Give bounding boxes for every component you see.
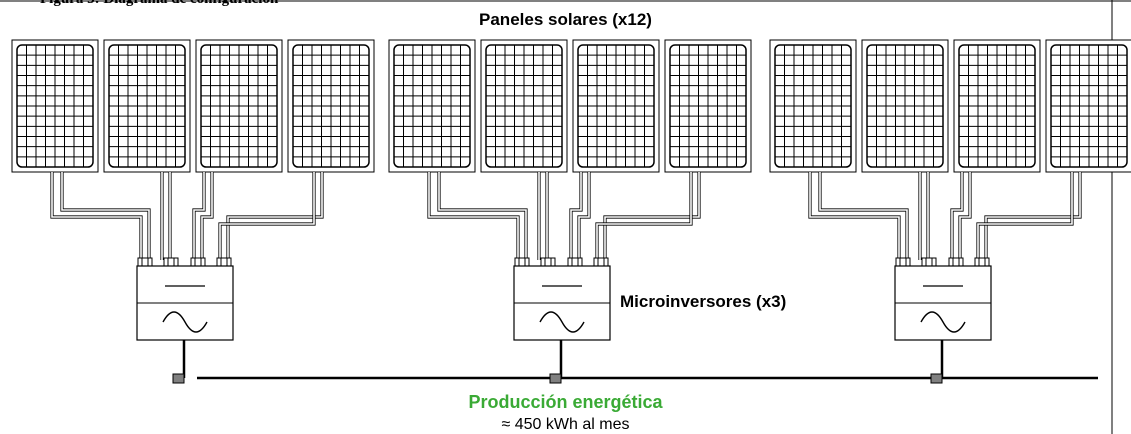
- production-label: Producción energética: [468, 392, 663, 412]
- solar-panel-cell-grid: [775, 45, 851, 167]
- inverter-connector: [895, 257, 911, 267]
- panel-cable-core: [428, 172, 519, 260]
- solar-panel: [480, 39, 568, 173]
- solar-panel-cell-grid: [867, 45, 943, 167]
- panel-cable-core: [201, 172, 213, 260]
- panel-cable-core: [596, 172, 692, 260]
- panel-cable: [226, 172, 324, 260]
- solar-panel-cell-grid: [959, 45, 1035, 167]
- inverter-connector: [567, 257, 583, 267]
- solar-panel: [287, 39, 375, 173]
- panel-cable-core: [219, 172, 315, 260]
- panel-cable-core: [809, 172, 900, 260]
- solar-panel: [953, 39, 1041, 173]
- solar-panel: [769, 39, 857, 173]
- ac-sine-wave-icon: [162, 311, 208, 333]
- panel-cable-core: [959, 172, 971, 260]
- panel-cable: [50, 172, 143, 260]
- ac-sine-wave-icon: [920, 311, 966, 333]
- solar-panel-cell-grid: [670, 45, 746, 167]
- inverter-connector: [514, 257, 530, 267]
- solar-panel: [11, 39, 99, 173]
- panel-cable: [808, 172, 901, 260]
- inverter-connector: [593, 257, 609, 267]
- solar-panel: [388, 39, 476, 173]
- solar-panel-cell-grid: [578, 45, 654, 167]
- solar-panel-cell-grid: [17, 45, 93, 167]
- panel-cable-core: [227, 172, 323, 260]
- solar-panel-cell-grid: [486, 45, 562, 167]
- microinverter: [136, 265, 234, 341]
- solar-panel: [861, 39, 949, 173]
- panel-cable: [427, 172, 520, 260]
- inverter-connector: [163, 257, 179, 267]
- panel-cable-core: [51, 172, 142, 260]
- inverter-connector: [540, 257, 556, 267]
- panel-cable-core: [951, 172, 963, 260]
- inverter-connector: [921, 257, 937, 267]
- solar-panel: [103, 39, 191, 173]
- solar-panel-cell-grid: [293, 45, 369, 167]
- solar-panel-cell-grid: [109, 45, 185, 167]
- inverter-connector: [216, 257, 232, 267]
- inverter-connector: [974, 257, 990, 267]
- panel-cable-core: [985, 172, 1081, 260]
- panel-cable-core: [578, 172, 590, 260]
- solar-panel: [572, 39, 660, 173]
- panel-cable-core: [819, 172, 908, 260]
- panel-cable-core: [604, 172, 700, 260]
- inverter-connector: [190, 257, 206, 267]
- inverter-connector: [137, 257, 153, 267]
- bus-junction-box: [549, 373, 562, 384]
- bus-junction-box: [172, 373, 185, 384]
- solar-panel: [664, 39, 752, 173]
- panel-cable: [984, 172, 1082, 260]
- figure-caption-fragment: Figura 3: Diagrama de configuración: [40, 0, 278, 8]
- panel-cable-core: [977, 172, 1073, 260]
- solar-panel: [195, 39, 283, 173]
- solar-panel-cell-grid: [201, 45, 277, 167]
- inverter-connector: [948, 257, 964, 267]
- ac-sine-wave-icon: [539, 311, 585, 333]
- solar-panel-cell-grid: [1051, 45, 1127, 167]
- microinverter: [513, 265, 611, 341]
- bus-junction-box: [930, 373, 943, 384]
- inverters-label: Microinversores (x3): [620, 292, 787, 311]
- panel-cable-core: [61, 172, 150, 260]
- panel-cable-core: [570, 172, 582, 260]
- panel-cable: [603, 172, 701, 260]
- panels-title: Paneles solares (x12): [479, 10, 652, 29]
- panel-cable-core: [193, 172, 205, 260]
- production-value: ≈ 450 kWh al mes: [501, 416, 630, 433]
- panel-cable-core: [438, 172, 527, 260]
- solar-panel: [1045, 39, 1131, 173]
- microinverter: [894, 265, 992, 341]
- solar-panel-cell-grid: [394, 45, 470, 167]
